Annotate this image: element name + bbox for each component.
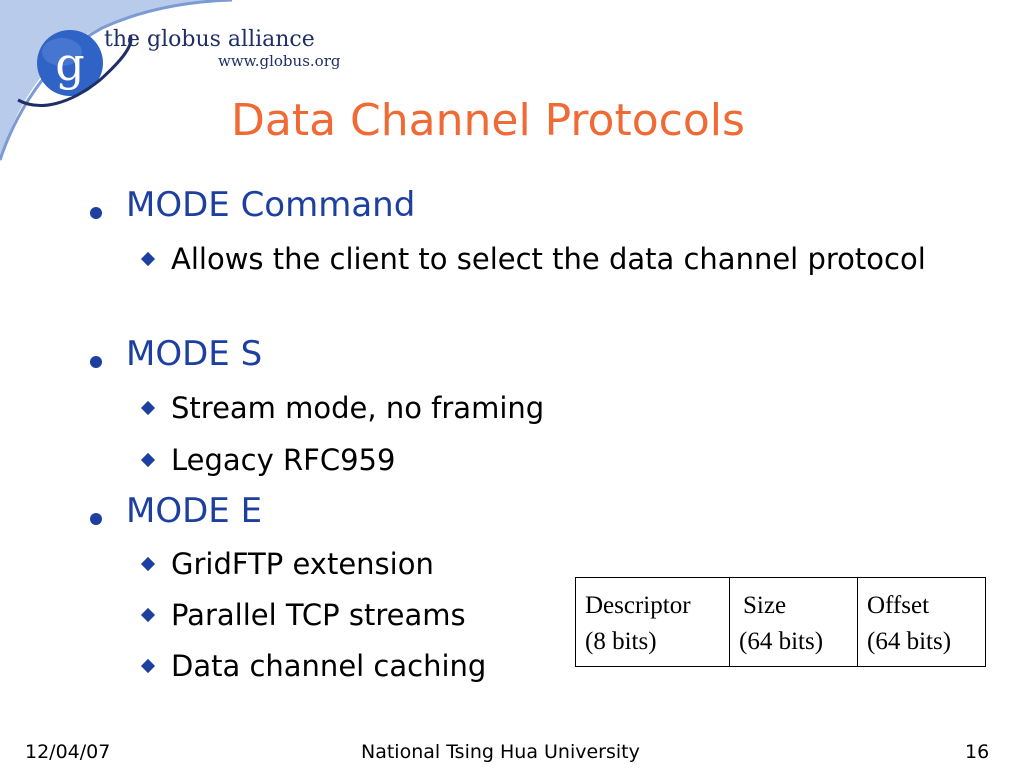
table-cell-size: Size (64 bits): [729, 577, 858, 667]
diamond-bullet-icon: [140, 658, 156, 674]
sub-bullet-item: GridFTP extension: [140, 543, 434, 585]
table-cell-descriptor: Descriptor (8 bits): [575, 577, 730, 667]
field-name: Offset: [867, 592, 930, 619]
sub-bullet-item: Data channel caching: [140, 645, 487, 687]
sub-bullet-label: Parallel TCP streams: [171, 598, 466, 632]
sub-bullet-item: Parallel TCP streams: [140, 594, 466, 636]
bullet-dot-icon: [90, 513, 102, 525]
sub-bullet-item: Allows the client to select the data cha…: [140, 238, 931, 280]
diamond-bullet-icon: [140, 400, 156, 416]
sub-bullet-label: Legacy RFC959: [171, 443, 396, 477]
logo-letter: g: [55, 37, 84, 91]
bullet-dot-icon: [90, 356, 102, 368]
bullet-item: MODE S: [90, 334, 263, 374]
globus-logo: g the globus alliance www.globus.org: [0, 0, 340, 180]
bullet-item: MODE E: [90, 491, 263, 531]
sub-bullet-label: GridFTP extension: [171, 547, 434, 581]
globus-logo-graphic: g: [0, 0, 233, 162]
field-name: Size: [743, 592, 787, 619]
footer-date: 12/04/07: [25, 741, 111, 763]
field-bits: (64 bits): [867, 628, 952, 655]
field-bits: (64 bits): [739, 628, 824, 655]
bullet-dot-icon: [90, 207, 102, 219]
diamond-bullet-icon: [140, 607, 156, 623]
footer-page-number: 16: [965, 741, 990, 763]
brand-url: www.globus.org: [218, 52, 341, 70]
diamond-bullet-icon: [140, 452, 156, 468]
sub-bullet-label: Data channel caching: [171, 649, 487, 683]
logo-orbit: [17, 34, 133, 108]
table-row: Descriptor (8 bits) Size (64 bits) Offse…: [575, 577, 986, 667]
table-cell-offset: Offset (64 bits): [857, 577, 986, 667]
bullet-item: MODE Command: [90, 185, 416, 225]
diamond-bullet-icon: [140, 251, 156, 267]
sub-bullet-label: Stream mode, no framing: [171, 391, 545, 425]
bullet-label: MODE S: [126, 334, 263, 374]
footer-organization: National Tsing Hua University: [361, 741, 640, 763]
brand-name: the globus alliance: [104, 27, 315, 52]
sub-bullet-label: Allows the client to select the data cha…: [171, 242, 926, 276]
mode-e-header-table: Descriptor (8 bits) Size (64 bits) Offse…: [575, 577, 986, 667]
logo-swoosh-line: [0, 0, 233, 161]
field-bits: (8 bits): [585, 628, 657, 655]
bullet-label: MODE E: [126, 491, 263, 531]
field-name: Descriptor: [585, 592, 691, 619]
bullet-label: MODE Command: [126, 185, 416, 225]
slide-title: Data Channel Protocols: [231, 95, 745, 146]
diamond-bullet-icon: [140, 556, 156, 572]
sub-bullet-item: Stream mode, no framing: [140, 387, 545, 429]
sub-bullet-item: Legacy RFC959: [140, 439, 396, 481]
